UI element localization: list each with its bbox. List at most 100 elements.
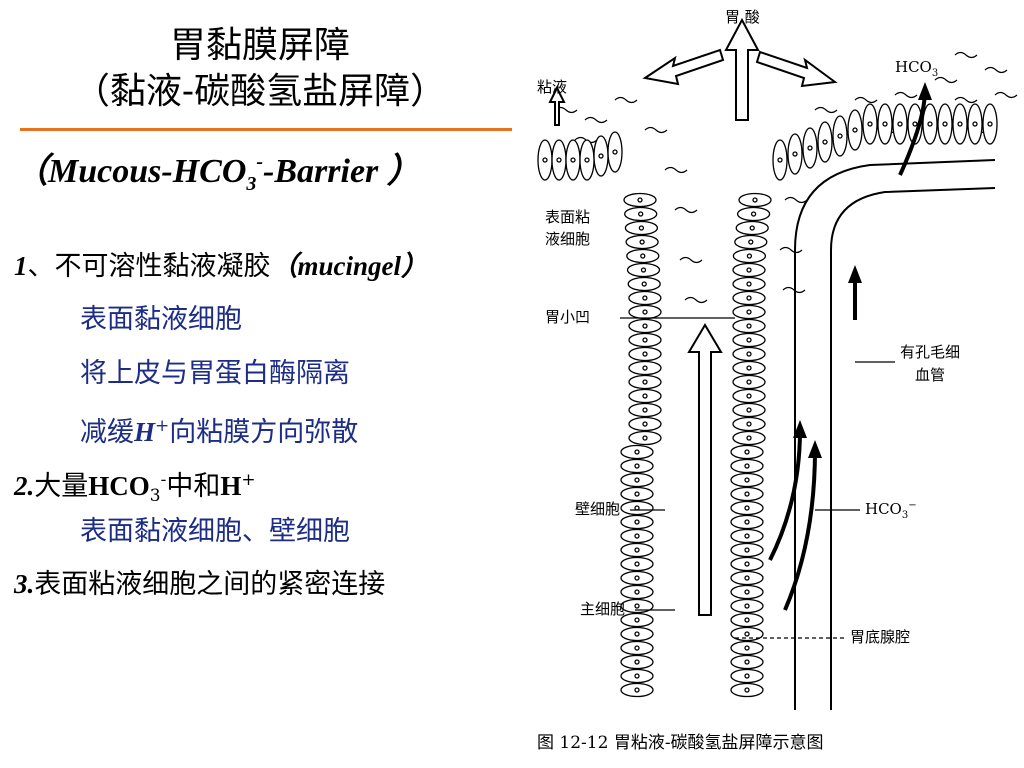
cell-nucleus xyxy=(972,121,978,127)
mucus-strand xyxy=(784,196,808,204)
cell-nucleus xyxy=(640,253,646,259)
cell-nucleus xyxy=(584,157,590,163)
label-gastric-pit: 胃小凹 xyxy=(545,308,590,326)
cell-nucleus xyxy=(852,127,858,133)
mucus-strand xyxy=(954,51,978,59)
cell-nucleus xyxy=(746,337,752,343)
cell-nucleus xyxy=(746,379,752,385)
cell-nucleus xyxy=(634,575,640,581)
cell-nucleus xyxy=(570,157,576,163)
cell-nucleus xyxy=(777,157,783,163)
mucus-strand xyxy=(664,166,688,174)
cell-nucleus xyxy=(807,145,813,151)
acid-arrows xyxy=(548,17,838,616)
cell-nucleus xyxy=(746,365,752,371)
cell-nucleus xyxy=(634,659,640,665)
cell-nucleus xyxy=(642,365,648,371)
cell-nucleus xyxy=(744,617,750,623)
cell-nucleus xyxy=(744,505,750,511)
mucus-strand xyxy=(674,206,698,214)
cell-nucleus xyxy=(744,659,750,665)
cell-nucleus xyxy=(640,267,647,273)
label-gland-lumen: 胃底腺腔 xyxy=(850,628,910,646)
cell-nucleus xyxy=(744,477,750,483)
mucus-strand xyxy=(614,96,638,104)
cell-nucleus xyxy=(957,121,963,127)
cell-nucleus xyxy=(642,379,648,385)
cell-nucleus xyxy=(642,393,648,399)
cell-nucleus xyxy=(744,673,750,679)
cell-nucleus xyxy=(634,603,640,609)
cell-nucleus xyxy=(637,197,643,203)
mucus-strand xyxy=(779,246,803,254)
cell-nucleus xyxy=(942,121,948,127)
cell-nucleus xyxy=(634,687,640,693)
arrow-heads xyxy=(793,82,932,458)
label-hco3-mid: HCO3− xyxy=(865,500,917,521)
cell-nucleus xyxy=(752,197,758,203)
cell-nucleus xyxy=(744,491,750,497)
cell-nucleus xyxy=(542,157,548,163)
point-3: 3.表面粘液细胞之间的紧密连接 xyxy=(14,569,386,600)
cell-nucleus xyxy=(642,323,648,329)
cell-nucleus xyxy=(749,225,755,231)
cell-nucleus xyxy=(634,491,640,497)
cell-nucleus xyxy=(746,323,752,329)
cell-nucleus xyxy=(634,547,640,553)
label-parietal-cell: 壁细胞 xyxy=(575,500,620,518)
cell-nucleus xyxy=(750,211,757,217)
cell-nucleus xyxy=(634,449,640,455)
cell-nucleus xyxy=(638,225,645,231)
cell-nucleus xyxy=(746,295,752,301)
cell-nucleus xyxy=(642,421,648,427)
mucus-strand xyxy=(679,256,703,264)
label-surface-cell-line1: 表面粘 xyxy=(545,208,590,226)
cell-nucleus xyxy=(642,407,648,413)
cell-nucleus xyxy=(642,435,648,441)
mucus-strand xyxy=(684,296,708,304)
cell-nucleus xyxy=(867,121,873,127)
cell-nucleus xyxy=(744,603,750,609)
cell-nucleus xyxy=(642,309,648,315)
cell-nucleus xyxy=(634,673,640,679)
mucus-strand xyxy=(994,91,1018,99)
cell-nucleus xyxy=(744,645,750,651)
cell-nucleus xyxy=(746,393,752,399)
slide-title-sub: （黏液-碳酸氢盐屏障） xyxy=(73,71,447,112)
label-capillary-line1: 有孔毛细 xyxy=(900,343,960,361)
capillary-vessel xyxy=(794,159,996,710)
cell-nucleus xyxy=(746,351,752,357)
point-1-detail-3: 减缓H+向粘膜方向弥散 xyxy=(80,416,359,448)
cell-nucleus xyxy=(638,211,644,217)
point-1-detail-2: 将上皮与胃蛋白酶隔离 xyxy=(80,358,350,389)
cell-nucleus xyxy=(987,121,993,127)
label-chief-cell: 主细胞 xyxy=(580,600,625,618)
cell-nucleus xyxy=(634,519,640,525)
cell-nucleus xyxy=(744,519,750,525)
cell-nucleus xyxy=(746,421,752,427)
cell-nucleus xyxy=(634,561,640,567)
cell-nucleus xyxy=(746,435,752,441)
cell-nucleus xyxy=(746,309,752,315)
cell-nucleus xyxy=(639,239,645,245)
mucus-layer xyxy=(554,51,1018,304)
cell-nucleus xyxy=(746,253,753,259)
cell-nucleus xyxy=(634,477,640,483)
mucus-strand xyxy=(854,96,878,104)
mucus-strand xyxy=(934,76,958,84)
cell-nucleus xyxy=(642,295,648,301)
cell-nucleus xyxy=(744,575,750,581)
epithelial-cells xyxy=(537,103,998,698)
cell-nucleus xyxy=(612,149,618,155)
cell-nucleus xyxy=(634,589,640,595)
mucus-strand xyxy=(894,91,918,99)
cell-nucleus xyxy=(822,139,828,145)
label-mucus: 粘液 xyxy=(537,78,567,96)
mucus-strand xyxy=(814,106,838,114)
point-2: 2.大量HCO3-中和H+ xyxy=(14,470,256,506)
cell-nucleus xyxy=(748,239,754,245)
label-hco3-top: HCO3 xyxy=(895,58,938,79)
mucus-strand xyxy=(644,126,668,134)
cell-nucleus xyxy=(897,121,903,127)
cell-nucleus xyxy=(744,631,750,637)
